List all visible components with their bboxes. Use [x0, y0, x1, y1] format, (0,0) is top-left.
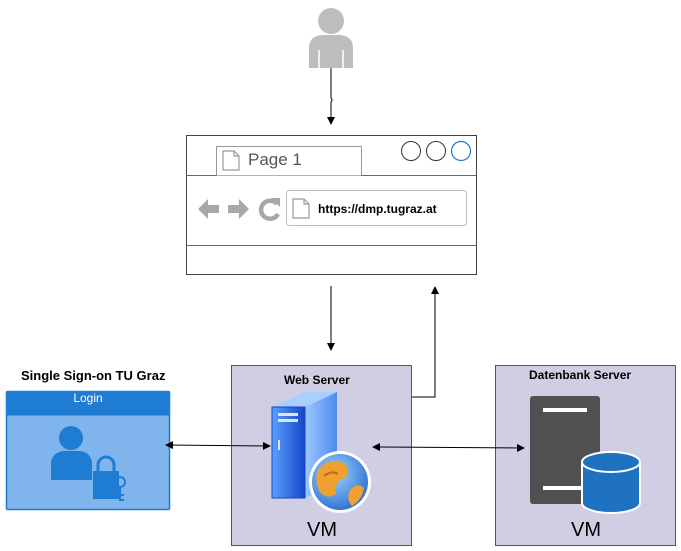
- forward-arrow-icon: [228, 199, 249, 219]
- database-server-icon: [530, 396, 641, 514]
- url-text[interactable]: https://dmp.tugraz.at: [318, 202, 437, 216]
- server-globe-icon: [271, 392, 371, 513]
- lock-user-icon: [51, 426, 126, 501]
- browser-tab-label[interactable]: Page 1: [248, 150, 302, 169]
- browser-window: [186, 135, 477, 275]
- database-server-title: Datenbank Server: [529, 368, 632, 382]
- window-button-minimize: [401, 141, 421, 161]
- document-icon: [222, 150, 240, 171]
- sso-login-box: [5, 390, 171, 511]
- window-button-maximize: [426, 141, 446, 161]
- window-button-close: [450, 140, 472, 162]
- url-document-icon: [292, 198, 310, 219]
- web-server-title: Web Server: [284, 373, 350, 387]
- web-server-vm-label: VM: [307, 519, 337, 541]
- reload-icon: [258, 198, 280, 221]
- sso-title: Single Sign-on TU Graz: [21, 368, 166, 383]
- user-icon: [309, 8, 353, 68]
- back-arrow-icon: [198, 199, 219, 219]
- url-bar: [286, 190, 467, 226]
- login-button[interactable]: Login: [73, 391, 103, 405]
- database-server-vm-label: VM: [571, 519, 601, 541]
- sso-webserver-arrow: [165, 441, 271, 450]
- webserver-database-arrow: [372, 443, 525, 452]
- user-to-browser-arrow: [327, 68, 335, 125]
- browser-tab: [216, 146, 362, 176]
